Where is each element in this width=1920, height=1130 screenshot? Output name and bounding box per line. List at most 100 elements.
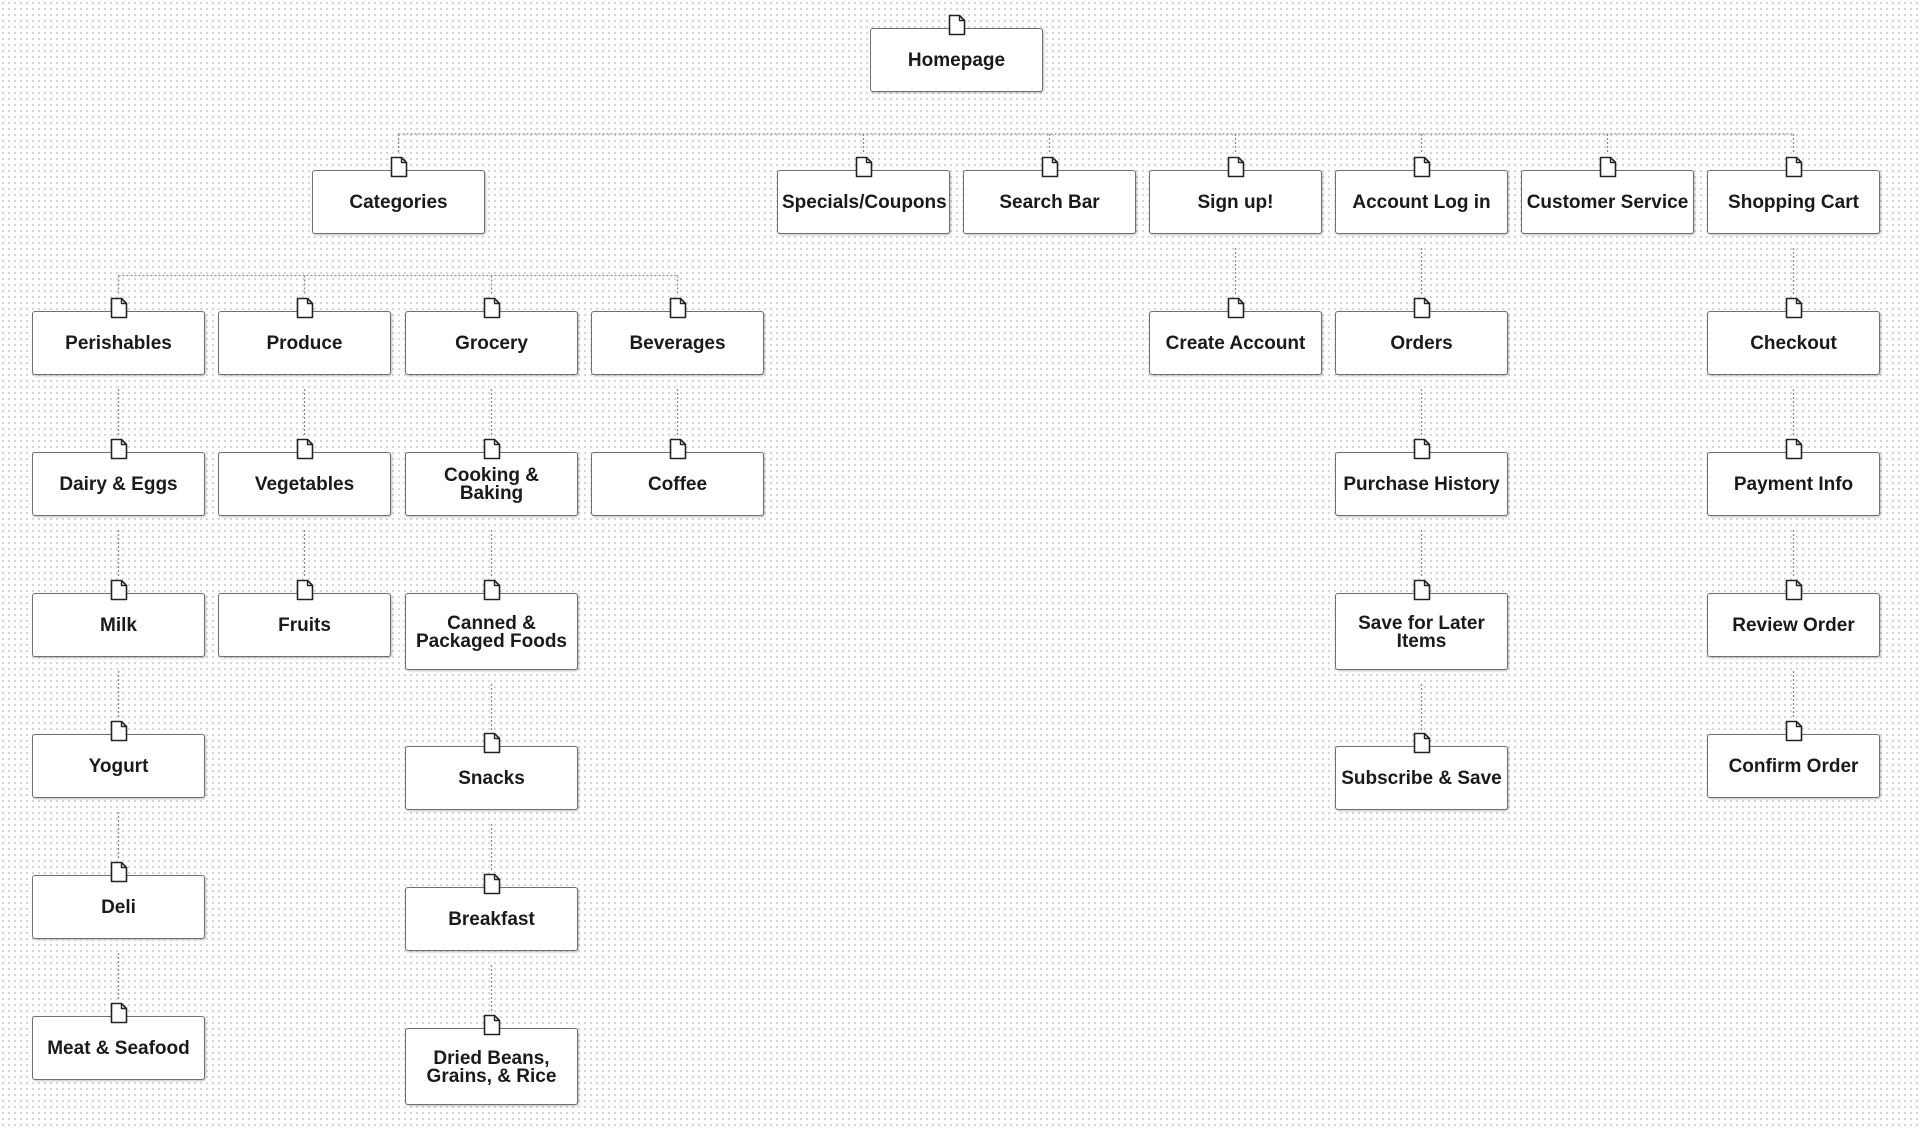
page-icon [390, 156, 408, 178]
page-icon [1413, 438, 1431, 460]
node-label: Yogurt [88, 756, 149, 777]
node-sign-up[interactable]: Sign up! [1149, 156, 1322, 234]
page-icon [855, 156, 873, 178]
node-label: Subscribe & Save [1341, 768, 1502, 789]
node-canned-packaged-foods[interactable]: Canned & Packaged Foods [405, 579, 578, 670]
node-purchase-history[interactable]: Purchase History [1335, 438, 1508, 516]
node-label: Deli [101, 897, 136, 918]
node-account-log-in[interactable]: Account Log in [1335, 156, 1508, 234]
page-icon [483, 732, 501, 754]
node-label: Shopping Cart [1728, 192, 1859, 213]
page-icon [1785, 720, 1803, 742]
page-icon [296, 438, 314, 460]
node-label: Homepage [907, 50, 1006, 71]
node-review-order[interactable]: Review Order [1707, 579, 1880, 657]
node-label: Perishables [65, 333, 172, 354]
node-specials-coupons[interactable]: Specials/Coupons [777, 156, 950, 234]
node-vegetables[interactable]: Vegetables [218, 438, 391, 516]
node-label: Beverages [629, 333, 726, 354]
node-label: Dairy & Eggs [59, 474, 178, 495]
node-breakfast[interactable]: Breakfast [405, 873, 578, 951]
page-icon [110, 579, 128, 601]
page-icon [483, 873, 501, 895]
node-categories[interactable]: Categories [312, 156, 485, 234]
node-label: Produce [266, 333, 343, 354]
page-icon [110, 297, 128, 319]
node-label: Meat & Seafood [47, 1038, 190, 1059]
node-shopping-cart[interactable]: Shopping Cart [1707, 156, 1880, 234]
node-create-account[interactable]: Create Account [1149, 297, 1322, 375]
node-label: Create Account [1165, 333, 1306, 354]
page-icon [1227, 297, 1245, 319]
node-label: Orders [1390, 333, 1453, 354]
node-label: Specials/Coupons [782, 192, 947, 213]
node-label: Dried Beans, Grains, & Rice [426, 1047, 557, 1087]
node-label: Milk [100, 615, 137, 636]
node-dairy-eggs[interactable]: Dairy & Eggs [32, 438, 205, 516]
page-icon [296, 297, 314, 319]
node-label: Canned & Packaged Foods [416, 612, 567, 652]
page-icon [1413, 579, 1431, 601]
page-icon [1785, 579, 1803, 601]
node-label: Fruits [278, 615, 331, 636]
page-icon [1785, 156, 1803, 178]
page-icon [110, 861, 128, 883]
node-snacks[interactable]: Snacks [405, 732, 578, 810]
page-icon [110, 438, 128, 460]
node-milk[interactable]: Milk [32, 579, 205, 657]
page-icon [1227, 156, 1245, 178]
node-beverages[interactable]: Beverages [591, 297, 764, 375]
node-perishables[interactable]: Perishables [32, 297, 205, 375]
node-produce[interactable]: Produce [218, 297, 391, 375]
node-label: Purchase History [1343, 474, 1500, 495]
node-deli[interactable]: Deli [32, 861, 205, 939]
page-icon [483, 1014, 501, 1036]
page-icon [669, 438, 687, 460]
node-label: Coffee [647, 474, 708, 495]
page-icon [669, 297, 687, 319]
page-icon [110, 1002, 128, 1024]
node-label: Customer Service [1526, 192, 1689, 213]
page-icon [1413, 732, 1431, 754]
page-icon [483, 297, 501, 319]
node-label: Cooking & Baking [444, 465, 539, 504]
node-checkout[interactable]: Checkout [1707, 297, 1880, 375]
node-label: Grocery [455, 333, 528, 354]
node-orders[interactable]: Orders [1335, 297, 1508, 375]
node-payment-info[interactable]: Payment Info [1707, 438, 1880, 516]
node-grocery[interactable]: Grocery [405, 297, 578, 375]
node-label: Account Log in [1352, 192, 1491, 213]
node-label: Save for Later Items [1358, 612, 1485, 652]
node-dried-beans-grains-rice[interactable]: Dried Beans, Grains, & Rice [405, 1014, 578, 1105]
node-label: Payment Info [1733, 474, 1854, 495]
node-subscribe-save[interactable]: Subscribe & Save [1335, 732, 1508, 810]
node-label: Vegetables [254, 474, 355, 495]
node-label: Confirm Order [1728, 756, 1859, 777]
node-save-for-later-items[interactable]: Save for Later Items [1335, 579, 1508, 670]
node-label: Review Order [1732, 615, 1855, 636]
page-icon [296, 579, 314, 601]
node-label: Checkout [1750, 333, 1837, 354]
node-confirm-order[interactable]: Confirm Order [1707, 720, 1880, 798]
node-cooking-baking[interactable]: Cooking & Baking [405, 438, 578, 516]
page-icon [1785, 438, 1803, 460]
node-search-bar[interactable]: Search Bar [963, 156, 1136, 234]
node-homepage[interactable]: Homepage [870, 14, 1043, 92]
page-icon [1041, 156, 1059, 178]
page-icon [1599, 156, 1617, 178]
page-icon [1413, 156, 1431, 178]
page-icon [948, 14, 966, 36]
node-label: Snacks [458, 768, 525, 789]
node-label: Categories [349, 192, 448, 213]
node-label: Breakfast [448, 909, 535, 930]
node-customer-service[interactable]: Customer Service [1521, 156, 1694, 234]
page-icon [483, 438, 501, 460]
page-icon [1785, 297, 1803, 319]
page-icon [483, 579, 501, 601]
node-fruits[interactable]: Fruits [218, 579, 391, 657]
node-label: Sign up! [1197, 192, 1274, 213]
node-meat-seafood[interactable]: Meat & Seafood [32, 1002, 205, 1080]
node-yogurt[interactable]: Yogurt [32, 720, 205, 798]
node-coffee[interactable]: Coffee [591, 438, 764, 516]
